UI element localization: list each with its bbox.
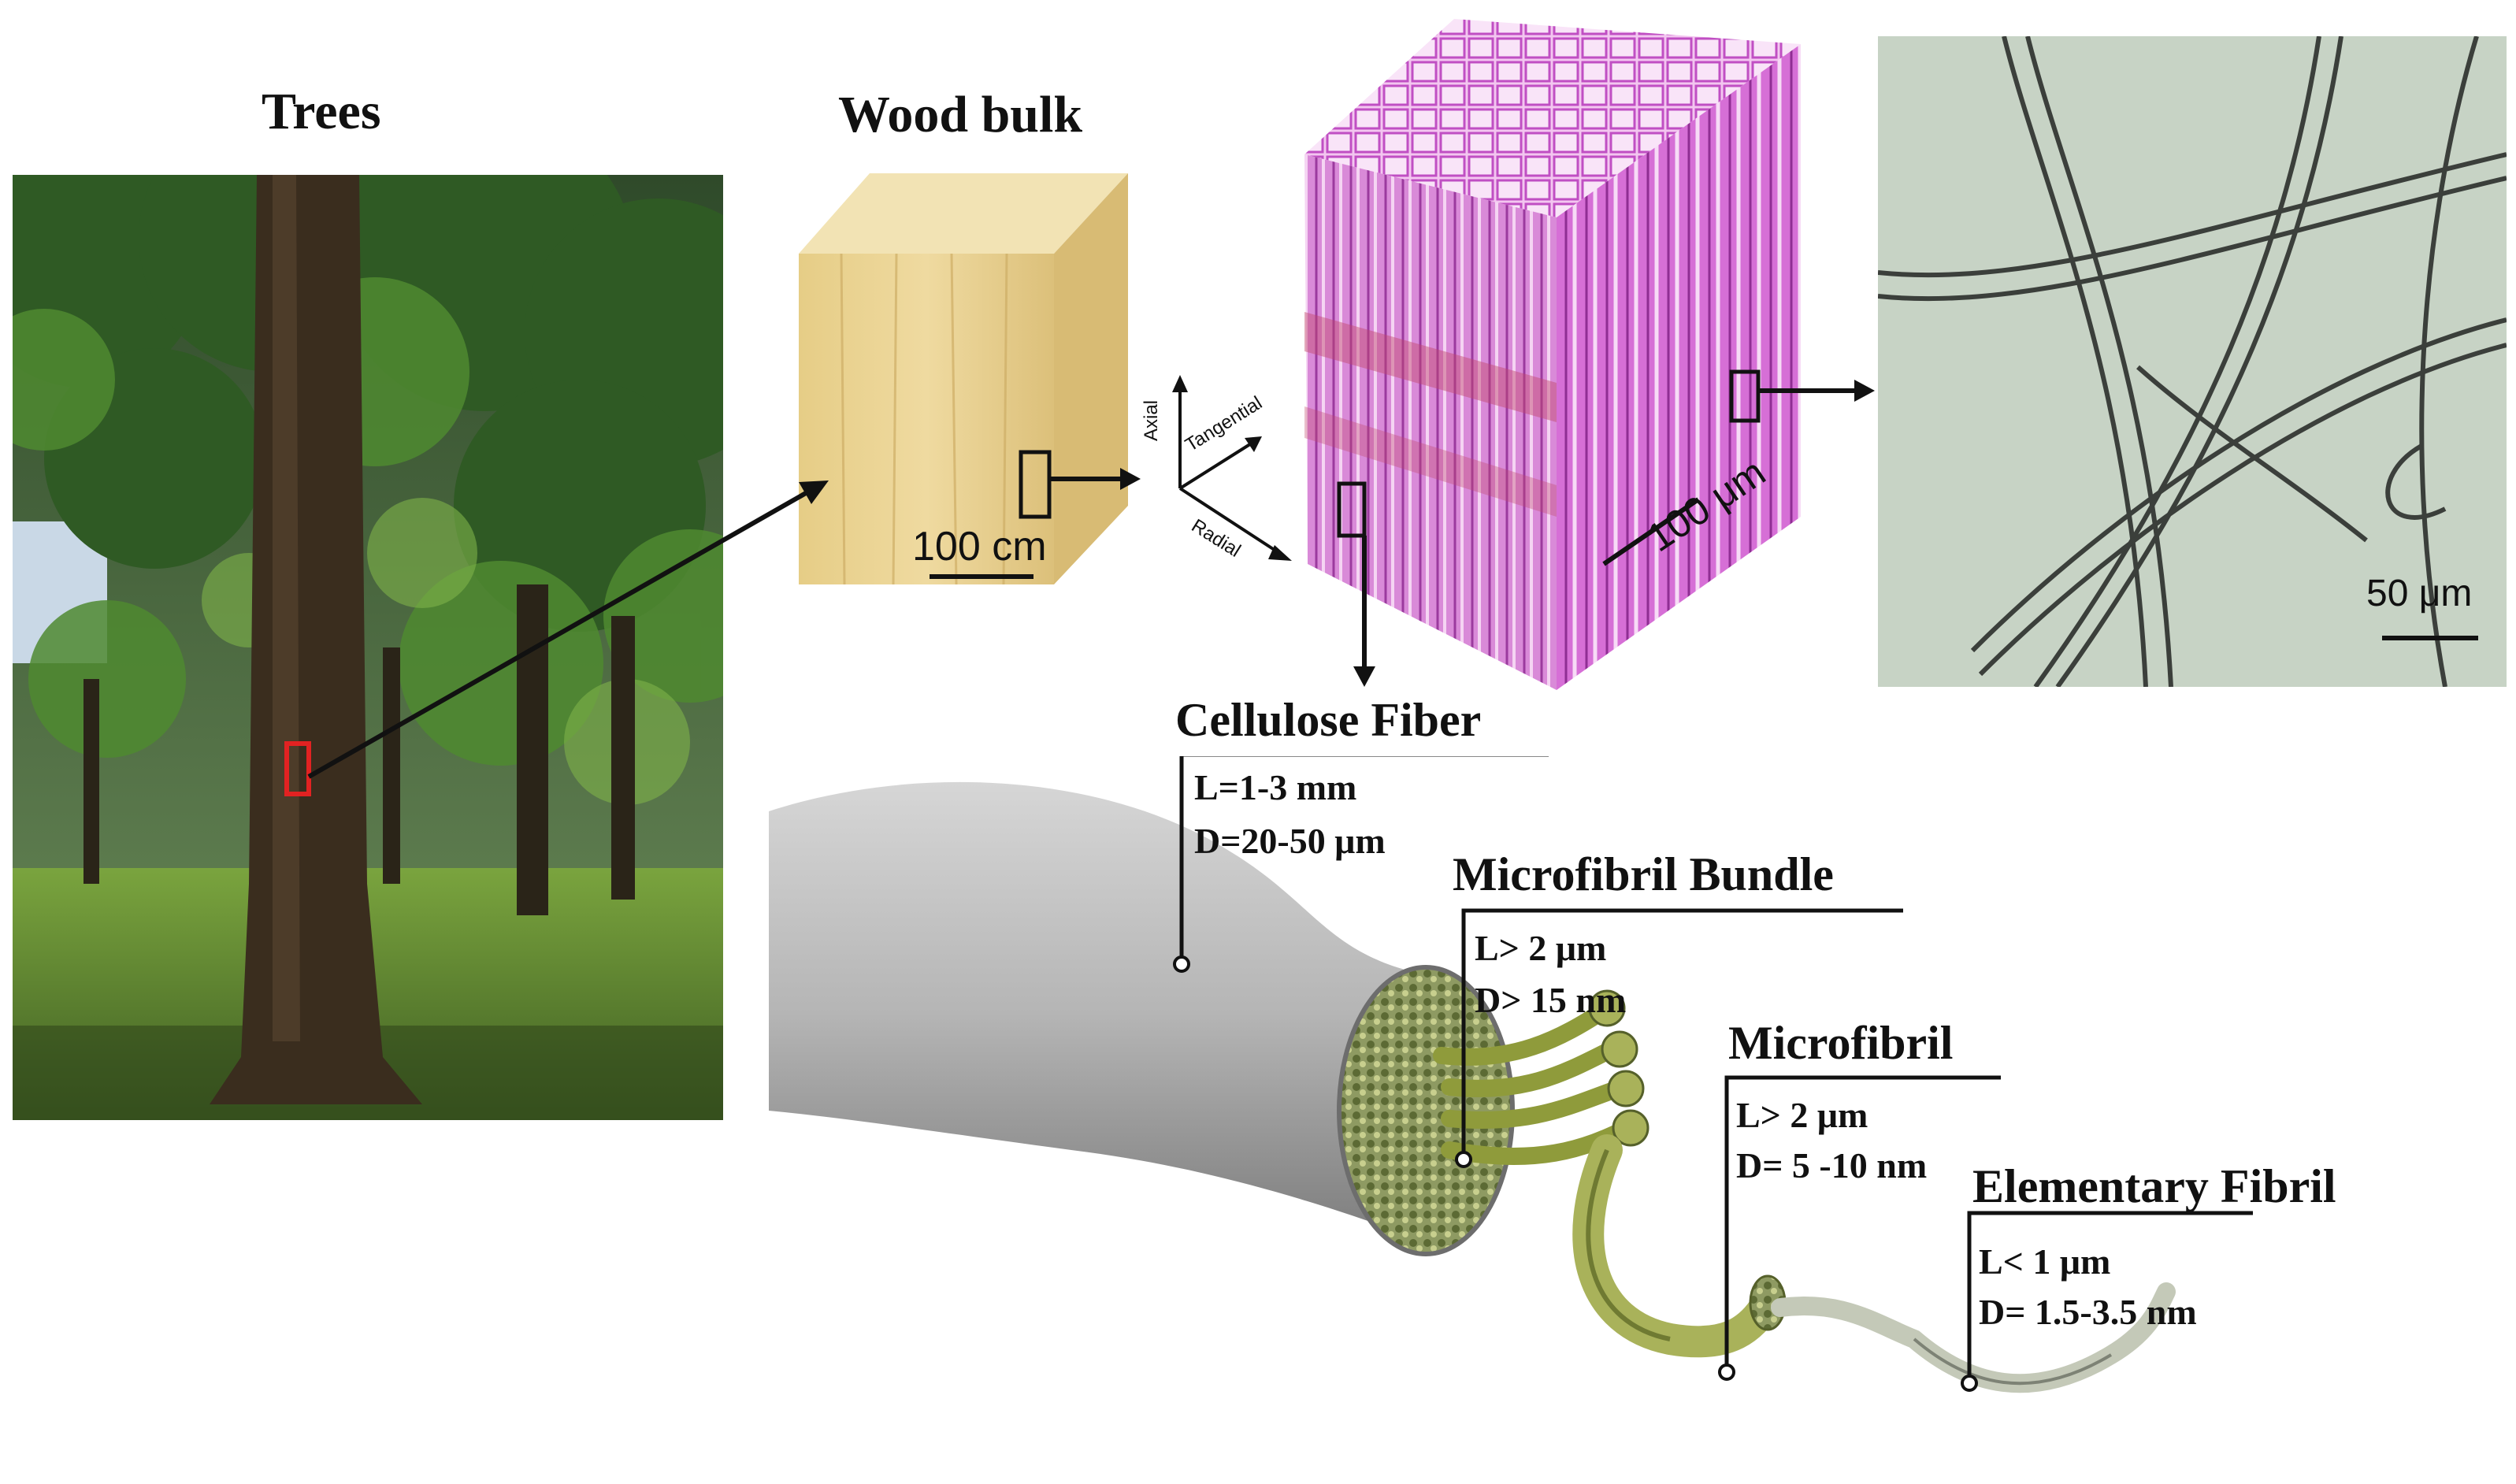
fiber-hierarchy-illustration — [769, 756, 2253, 1393]
level-diameter-microfibril: D= 5 -10 nm — [1736, 1145, 1928, 1185]
trees-title: Trees — [262, 83, 381, 140]
level-title-microfibril-bundle: Microfibril Bundle — [1453, 848, 1834, 900]
wood-bulk-title: Wood bulk — [838, 86, 1083, 143]
level-length-microfibril-bundle: L> 2 μm — [1475, 928, 1607, 968]
level-length-microfibril: L> 2 μm — [1736, 1095, 1868, 1135]
fibers-scale-label: 50 μm — [2366, 573, 2473, 614]
level-diameter-microfibril-bundle: D> 15 nm — [1475, 980, 1627, 1020]
level-title-microfibril: Microfibril — [1728, 1017, 1954, 1069]
sample-highlight-box — [284, 741, 311, 796]
orientation-axes — [1172, 375, 1292, 561]
level-title-cellulose-fiber: Cellulose Fiber — [1175, 694, 1482, 746]
fibers-microscope-image — [1878, 36, 2507, 687]
level-diameter-cellulose-fiber: D=20-50 μm — [1194, 821, 1386, 861]
micrograph-scale-bar — [1602, 497, 1700, 566]
wood-block — [799, 173, 1128, 585]
level-length-cellulose-fiber: L=1-3 mm — [1194, 767, 1357, 807]
level-length-elementary-fibril: L< 1 μm — [1979, 1241, 2111, 1282]
wood-micrograph-cube — [1304, 19, 1801, 690]
level-diameter-elementary-fibril: D= 1.5-3.5 nm — [1979, 1292, 2197, 1332]
level-title-elementary-fibril: Elementary Fibril — [1972, 1160, 2336, 1212]
wood-scale-label: 100 cm — [912, 524, 1047, 569]
trees-photo — [13, 175, 723, 1120]
